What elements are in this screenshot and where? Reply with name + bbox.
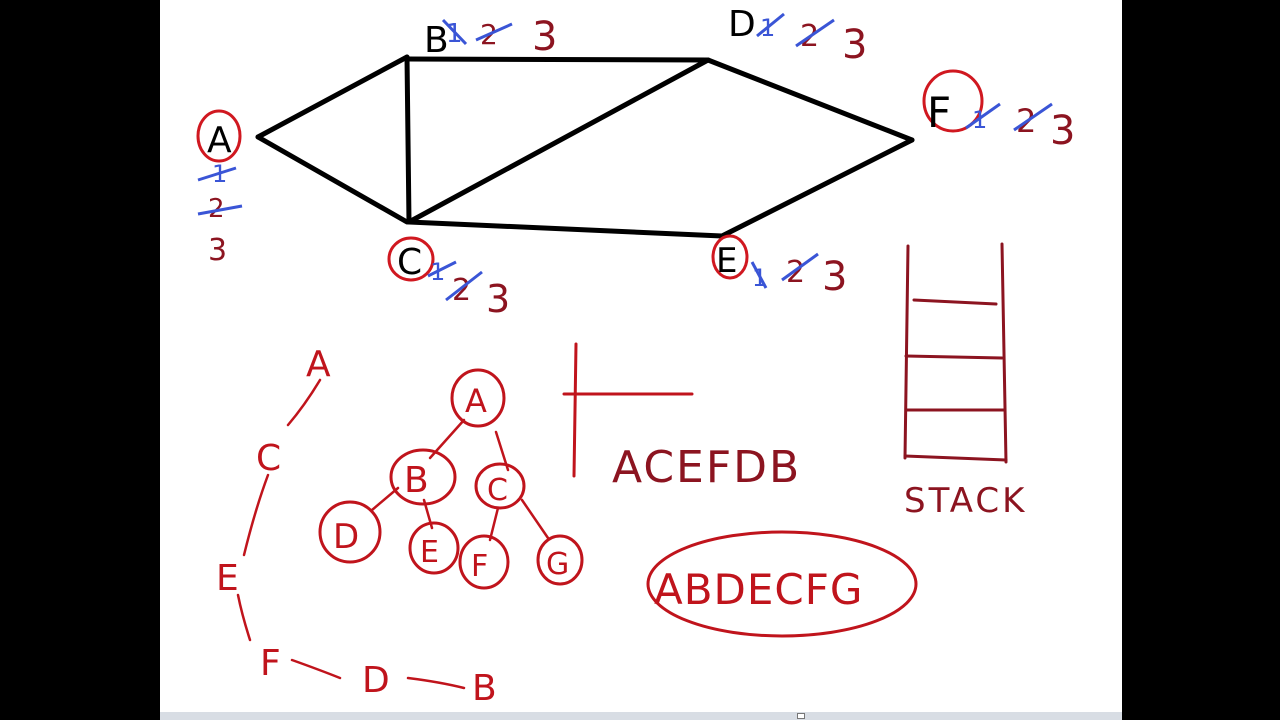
strike-d-2: [795, 18, 835, 48]
stack-bottom: [903, 454, 1008, 462]
sequence-area: ACEFDB: [562, 342, 801, 493]
dfs-chain: A C E F D B: [216, 344, 497, 709]
strike-a-2: [197, 204, 243, 216]
chain-node-c: C: [256, 438, 281, 479]
stack-diagram: [903, 242, 1008, 464]
chain-link-f-d: [290, 658, 342, 680]
chain-node-b: B: [472, 668, 497, 709]
visited-circle-a: [196, 109, 242, 163]
tree-node-circles: [318, 368, 584, 590]
strike-c-2: [445, 270, 483, 302]
tree-circle-b: [389, 448, 457, 506]
bfs-tree: A B C D E F G: [318, 368, 584, 590]
tree-edge-c-g: [520, 498, 550, 540]
stack-left-wall: [903, 244, 910, 460]
strike-c-1: [427, 260, 457, 278]
node-label-f: F: [927, 88, 951, 137]
strike-b-2: [475, 22, 513, 42]
whiteboard-canvas: A B C D E F 1 2: [160, 0, 1122, 712]
chain-link-d-b: [406, 676, 466, 690]
edge-a-b: [255, 54, 410, 140]
tree-node-b: B: [404, 460, 429, 501]
graph-traversal-drawing: A B C D E F 1 2: [196, 4, 1075, 709]
strike-d-1: [756, 12, 785, 38]
graph-nodes: A B C D E F: [196, 4, 984, 283]
strike-a-1: [197, 166, 237, 182]
edge-b-c: [404, 54, 412, 225]
edge-c-d: [406, 57, 711, 225]
tree-node-f: F: [471, 549, 488, 584]
strike-e-1: [750, 261, 768, 289]
tree-edge-b-d: [370, 486, 400, 512]
node-label-e: E: [716, 241, 737, 281]
node-label-d: D: [728, 4, 756, 45]
tree-node-a: A: [465, 382, 487, 420]
traversal-sequence: ACEFDB: [612, 442, 801, 493]
step-b-1: 1: [446, 19, 463, 49]
node-label-a: A: [207, 120, 232, 161]
step-e-2: 2: [786, 255, 805, 290]
node-label-c: C: [397, 242, 422, 283]
visited-circle-f: [922, 69, 984, 133]
edge-b-d: [404, 56, 711, 63]
chain-node-d: D: [362, 660, 390, 701]
bfs-order-text: ABDECFG: [654, 565, 863, 614]
stack-slot-line-1: [912, 298, 998, 306]
cross-vertical: [572, 342, 578, 478]
stack-slot-line-2: [904, 354, 1004, 360]
step-f-3: 3: [1050, 108, 1075, 154]
edge-c-e: [406, 219, 725, 239]
strike-f-2: [1013, 102, 1053, 132]
step-d-3: 3: [842, 22, 867, 68]
edge-a-c: [255, 134, 410, 225]
step-a-3: 3: [208, 233, 227, 268]
edge-d-f: [705, 57, 915, 143]
step-c-3: 3: [486, 277, 510, 321]
node-step-counters: 1 2 3 1 2 3 1 2 3 1 2: [197, 12, 1075, 321]
tree-circle-e: [408, 521, 460, 575]
tree-node-g: G: [546, 547, 569, 582]
visited-circle-c: [387, 236, 435, 282]
graph-edges: [255, 54, 915, 239]
tree-circle-c: [474, 462, 526, 510]
chain-node-a: A: [306, 344, 331, 385]
chain-link-e-f: [236, 593, 252, 642]
edge-e-f: [719, 137, 915, 239]
window-bottom-scrollbar[interactable]: [160, 712, 1122, 720]
chain-link-c-e: [242, 473, 270, 557]
stack-label: STACK: [904, 481, 1027, 521]
strike-e-2: [781, 252, 819, 282]
chain-link-a-c: [286, 378, 322, 427]
stack-right-wall: [1000, 242, 1008, 464]
tree-node-e: E: [420, 535, 439, 570]
chain-node-f: F: [260, 643, 281, 684]
bfs-order-circle: [646, 530, 918, 638]
tree-circle-a: [450, 368, 506, 428]
node-label-b: B: [424, 20, 449, 61]
tree-node-d: D: [333, 517, 359, 557]
step-e-3: 3: [822, 254, 847, 300]
step-b-3: 3: [532, 14, 557, 60]
visited-circle-e: [711, 234, 749, 280]
tree-circle-d: [318, 500, 382, 564]
tree-circle-f: [458, 534, 510, 590]
strike-b-1: [441, 18, 468, 46]
step-a-2: 2: [208, 194, 225, 224]
chain-node-e: E: [216, 558, 239, 599]
dfs-chain-links: [236, 378, 466, 690]
scrollbar-grip-handle[interactable]: [797, 713, 805, 719]
tree-node-c: C: [487, 473, 508, 508]
tree-circle-g: [536, 534, 584, 586]
step-c-2: 2: [452, 273, 471, 308]
tree-edge-c-f: [488, 506, 500, 542]
strike-f-1: [965, 102, 1001, 130]
